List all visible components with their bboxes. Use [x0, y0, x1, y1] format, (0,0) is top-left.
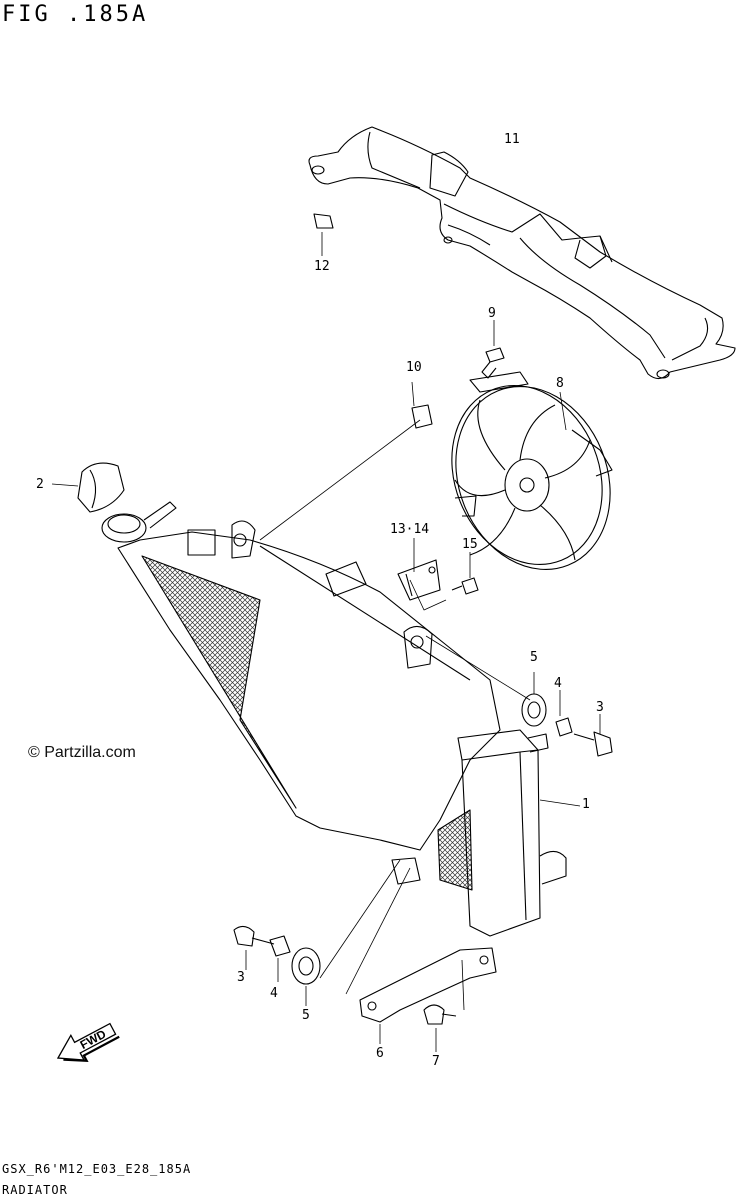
part-2-cap — [77, 462, 125, 513]
callout-4b: 4 — [270, 986, 278, 1001]
part-10-nut — [411, 404, 433, 429]
callout-1: 1 — [582, 797, 590, 812]
part-8-fan — [451, 371, 613, 571]
part-3b-bolt — [233, 925, 275, 947]
callout-3b: 3 — [237, 970, 245, 985]
callout-5a: 5 — [530, 650, 538, 665]
part-7-bolt — [423, 1004, 457, 1025]
callout-5b: 5 — [302, 1008, 310, 1023]
callout-7: 7 — [432, 1054, 440, 1069]
part-12-clip — [313, 213, 334, 229]
callout-8: 8 — [556, 376, 564, 391]
filler-neck — [101, 501, 177, 543]
part-9-bolt — [481, 347, 505, 379]
footer-code: GSX_R6'M12_E03_E28_185A — [2, 1162, 192, 1176]
part-4b-collar — [269, 935, 291, 957]
watermark: © Partzilla.com — [28, 744, 136, 761]
part-1-radiator — [117, 520, 567, 937]
figure-title: FIG .185A — [2, 2, 149, 27]
part-3a-bolt — [573, 731, 613, 757]
callout-15: 15 — [462, 537, 478, 552]
callout-10: 10 — [406, 360, 422, 375]
callout-13-14: 13·14 — [390, 522, 430, 537]
part-5a-grommet — [521, 693, 547, 727]
part-13-14-bracket — [397, 559, 441, 601]
callout-3a: 3 — [596, 700, 604, 715]
callout-12: 12 — [314, 259, 330, 274]
part-11-shroud — [308, 126, 736, 380]
part-15-bolt — [451, 577, 479, 595]
callout-6: 6 — [376, 1046, 384, 1061]
callout-9: 9 — [488, 306, 496, 321]
callout-11: 11 — [504, 132, 520, 147]
part-4a-collar — [555, 717, 573, 737]
part-6-bracket — [359, 947, 497, 1023]
part-5b-grommet — [291, 947, 321, 985]
footer-name: RADIATOR — [2, 1183, 68, 1197]
callout-2: 2 — [36, 477, 44, 492]
fwd-arrow: FWD — [56, 1022, 120, 1063]
callout-4a: 4 — [554, 676, 562, 691]
